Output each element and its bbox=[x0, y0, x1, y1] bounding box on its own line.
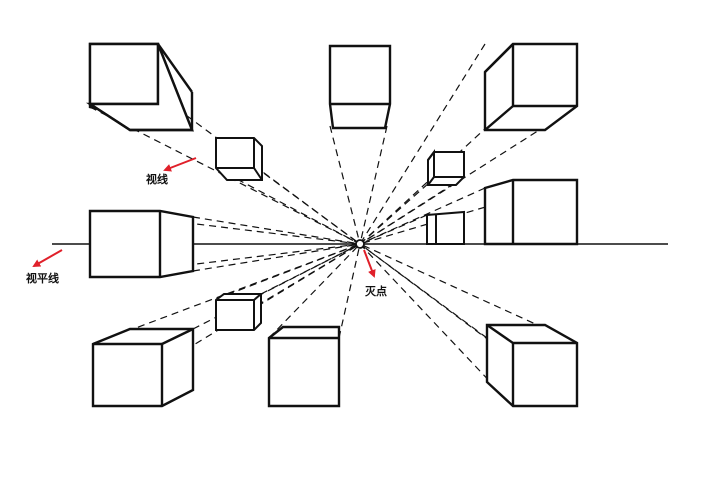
cube-small-horizon-right bbox=[426, 210, 465, 245]
cube-bottom-right bbox=[485, 323, 579, 408]
cube-top-center bbox=[328, 44, 392, 130]
cube-top-right bbox=[483, 42, 579, 132]
horizon-line-arrow bbox=[32, 249, 63, 267]
vanishing-point-marker bbox=[355, 239, 365, 249]
cubes bbox=[85, 42, 579, 408]
cube-middle-right bbox=[483, 178, 579, 246]
cube-small-upper-left bbox=[215, 137, 263, 181]
sight-line-label: 视线 bbox=[146, 173, 168, 186]
vanishing-point-arrow bbox=[363, 249, 376, 278]
cube-bottom-center bbox=[267, 325, 341, 408]
cube-bottom-left bbox=[91, 327, 195, 408]
cube-middle-left bbox=[88, 209, 195, 279]
sight-line-arrow bbox=[163, 157, 197, 172]
cube-small-lower-left bbox=[215, 293, 262, 331]
cube-top-left bbox=[85, 42, 194, 132]
vanishing-point-label: 灭点 bbox=[365, 285, 387, 298]
cube-small-upper-right bbox=[427, 149, 465, 186]
annotation-arrows bbox=[32, 157, 376, 278]
horizon-line-label: 视平线 bbox=[26, 272, 59, 285]
